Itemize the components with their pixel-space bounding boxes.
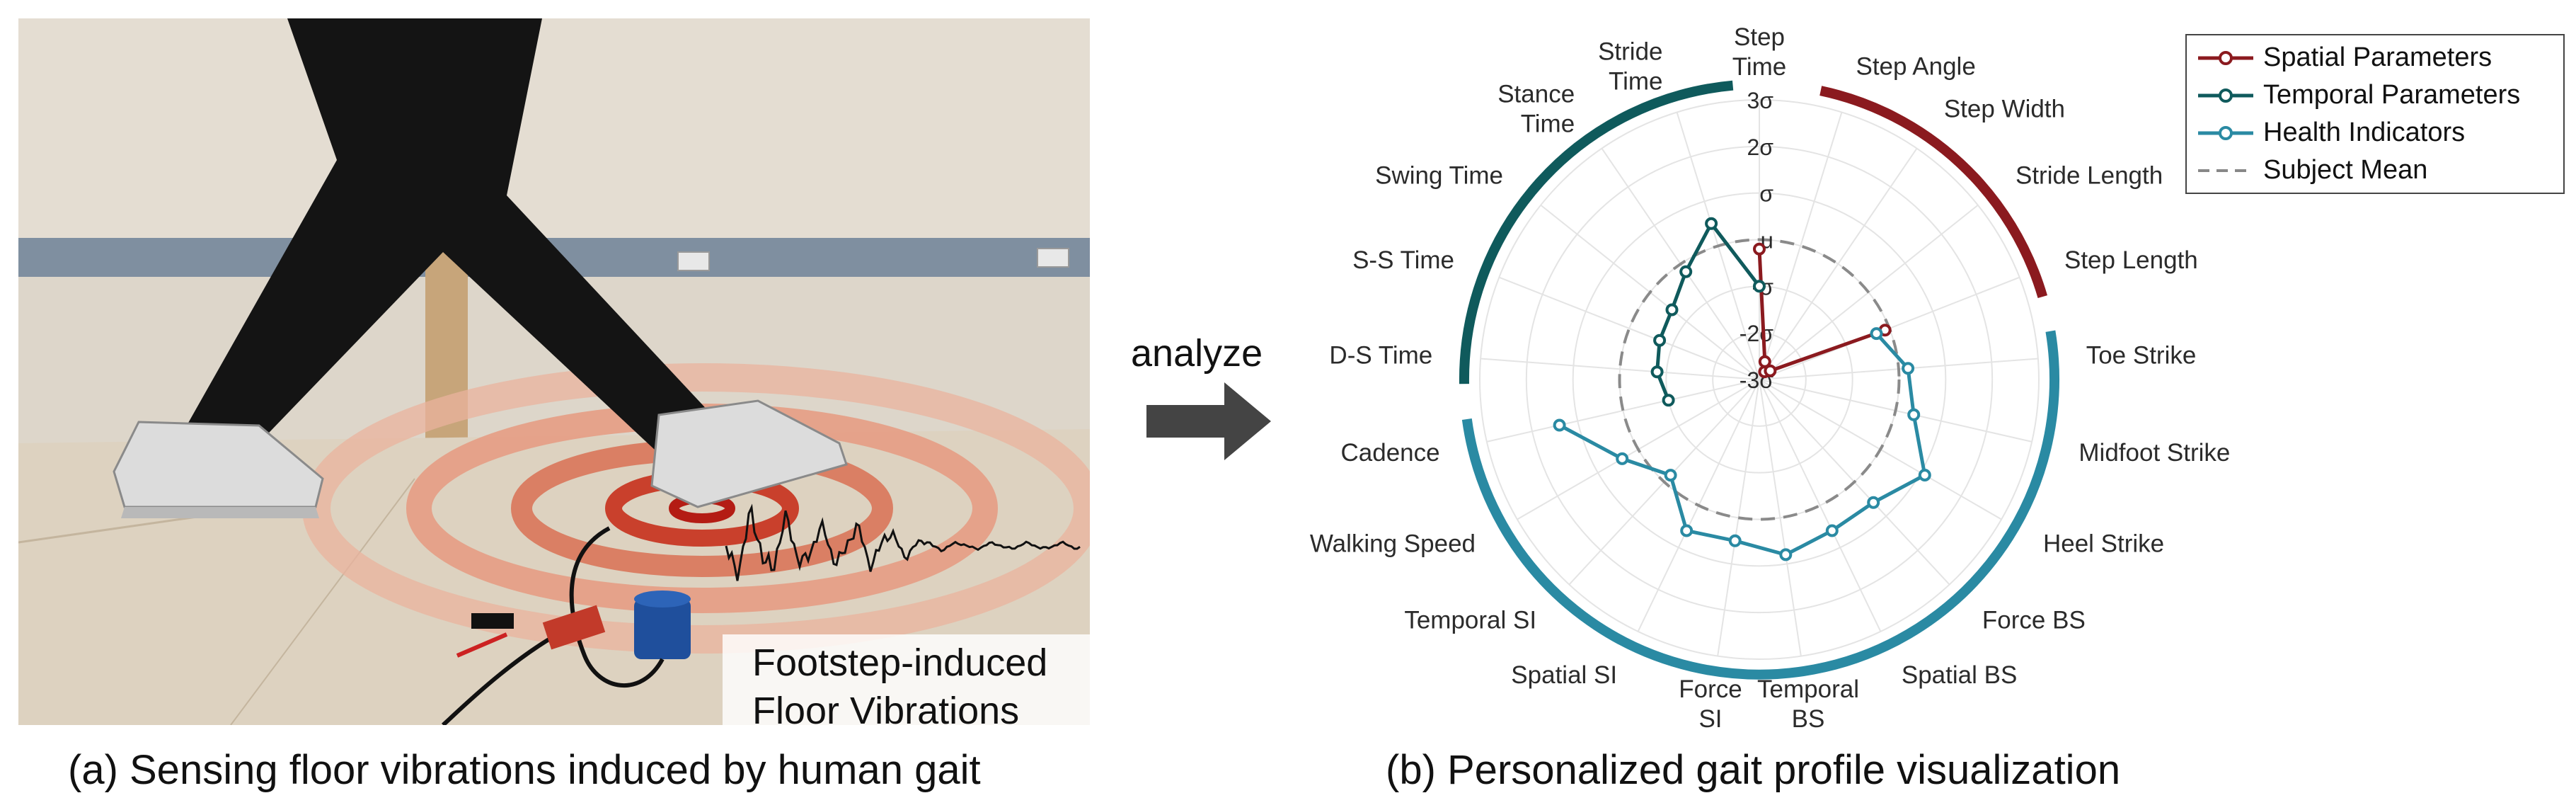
legend-swatch [2198,169,2253,172]
series-point [1553,418,1566,432]
axis-label: Temporal SI [1404,606,1536,634]
axis-label: S-S Time [1352,246,1454,274]
vibration-label-line2: Floor Vibrations [752,690,1020,725]
grid-spoke [1759,379,1802,656]
analyze-label: analyze [1131,332,1263,375]
series-point [1753,280,1766,293]
series-point [1705,217,1718,230]
series-point [1902,362,1915,375]
grid-spoke [1759,112,1843,380]
series-point [1907,408,1921,421]
vibration-waveform [725,503,1081,581]
series-point [1665,303,1679,316]
category-bands [1459,80,2059,680]
series-point [1825,524,1839,537]
axis-label: Heel Strike [2043,530,2164,558]
axis-label: Spatial BS [1902,661,2017,689]
series-point [1728,534,1742,547]
legend-label: Temporal Parameters [2263,80,2521,110]
temporal-band [1459,80,1734,384]
series-point [1650,365,1664,379]
series-point [1662,394,1675,407]
ring-label: -2σ [1740,321,1773,346]
series-point [1680,524,1694,537]
series-point [1867,496,1880,509]
series-point [1764,364,1777,377]
axis-label: Midfoot Strike [2078,439,2230,467]
axis-label: Cadence [1340,439,1439,467]
legend-label: Subject Mean [2263,155,2428,185]
analyze-arrow-icon [1146,382,1271,460]
axis-label: Step Length [2064,246,2198,274]
axis-label: Step Width [1944,95,2065,122]
series-point [1679,265,1693,278]
vibration-label: Footstep-induced Floor Vibrations [723,634,1090,725]
series-point [1918,469,1931,481]
legend-swatch [2198,51,2253,65]
legend-label: Health Indicators [2263,118,2466,147]
series-point [1779,548,1793,561]
radar-series [1553,217,1931,561]
series-point [1870,327,1883,341]
right-caption: (b) Personalized gait profile visualizat… [1386,747,2121,793]
axis-label: Step Angle [1856,53,1975,81]
photo-illustration [18,18,1090,725]
health-band [1461,330,2059,680]
axis-label: D-S Time [1329,341,1432,369]
series-point [1616,452,1629,465]
series-point [1753,242,1766,256]
radar-grid [1479,99,2040,660]
left-caption: (a) Sensing floor vibrations induced by … [68,747,981,793]
legend-swatch [2198,126,2253,140]
gait-photo: Footstep-induced Floor Vibrations [18,18,1090,725]
axis-label: Stride Length [2016,161,2163,189]
ring-label: 2σ [1747,135,1773,160]
axis-label: Swing Time [1375,161,1503,189]
grid-spoke [1498,276,1760,380]
series-line [1558,332,1927,557]
grid-spoke [1486,379,1760,443]
legend-label: Spatial Parameters [2263,42,2492,72]
grid-spoke [1480,358,1760,380]
vibration-label-line1: Footstep-induced [752,641,1048,684]
series-point [1664,469,1677,482]
axis-label: Spatial SI [1511,661,1617,689]
axis-label: Walking Speed [1310,530,1476,558]
axis-label: Toe Strike [2086,341,2197,369]
grid-spoke [1759,379,1882,632]
subject-mean-circle [1618,238,1901,521]
ring-label: σ [1759,181,1773,207]
series-point [1653,333,1667,347]
spatial-band [1819,86,2048,299]
axis-label: Force BS [1982,606,2086,634]
grid-spoke [1759,148,1918,380]
ring-label: 3σ [1747,88,1773,113]
legend-swatch [2198,89,2253,103]
